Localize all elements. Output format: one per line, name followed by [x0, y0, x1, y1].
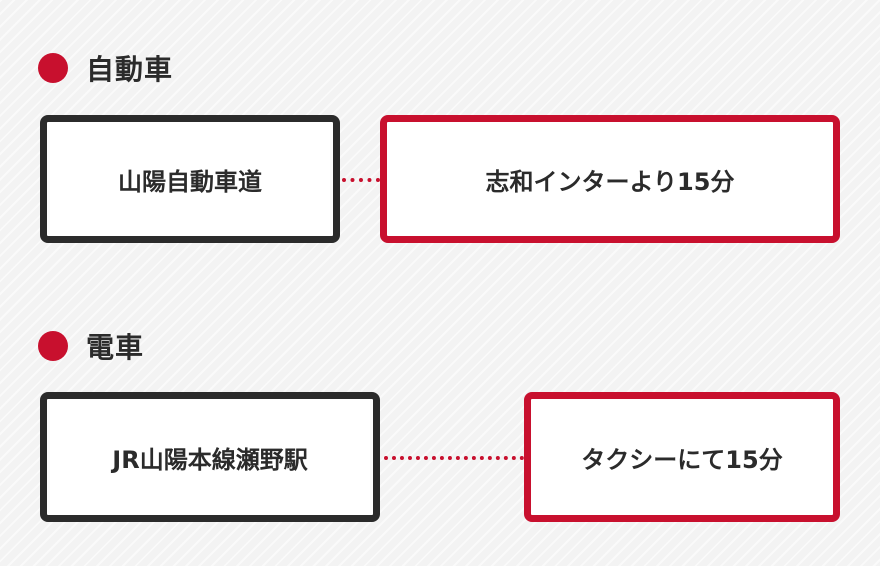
bullet-dot-icon	[38, 331, 68, 361]
train-origin-label: JR山陽本線瀬野駅	[112, 445, 308, 474]
section-heading-train: 電車	[38, 328, 144, 364]
bullet-dot-icon	[38, 53, 68, 83]
section-title-train: 電車	[86, 331, 145, 364]
train-connector-line	[384, 456, 524, 460]
train-destination-label: タクシーにて15分	[581, 445, 783, 474]
train-origin-box: JR山陽本線瀬野駅	[40, 392, 380, 522]
section-heading-car: 自動車	[38, 50, 173, 86]
car-connector-line	[342, 178, 380, 182]
train-destination-box: タクシーにて15分	[524, 392, 840, 522]
car-destination-box: 志和インターより15分	[380, 115, 840, 243]
car-destination-label: 志和インターより15分	[485, 167, 735, 196]
car-origin-label: 山陽自動車道	[118, 167, 262, 196]
car-origin-box: 山陽自動車道	[40, 115, 340, 243]
section-title-car: 自動車	[86, 53, 174, 86]
